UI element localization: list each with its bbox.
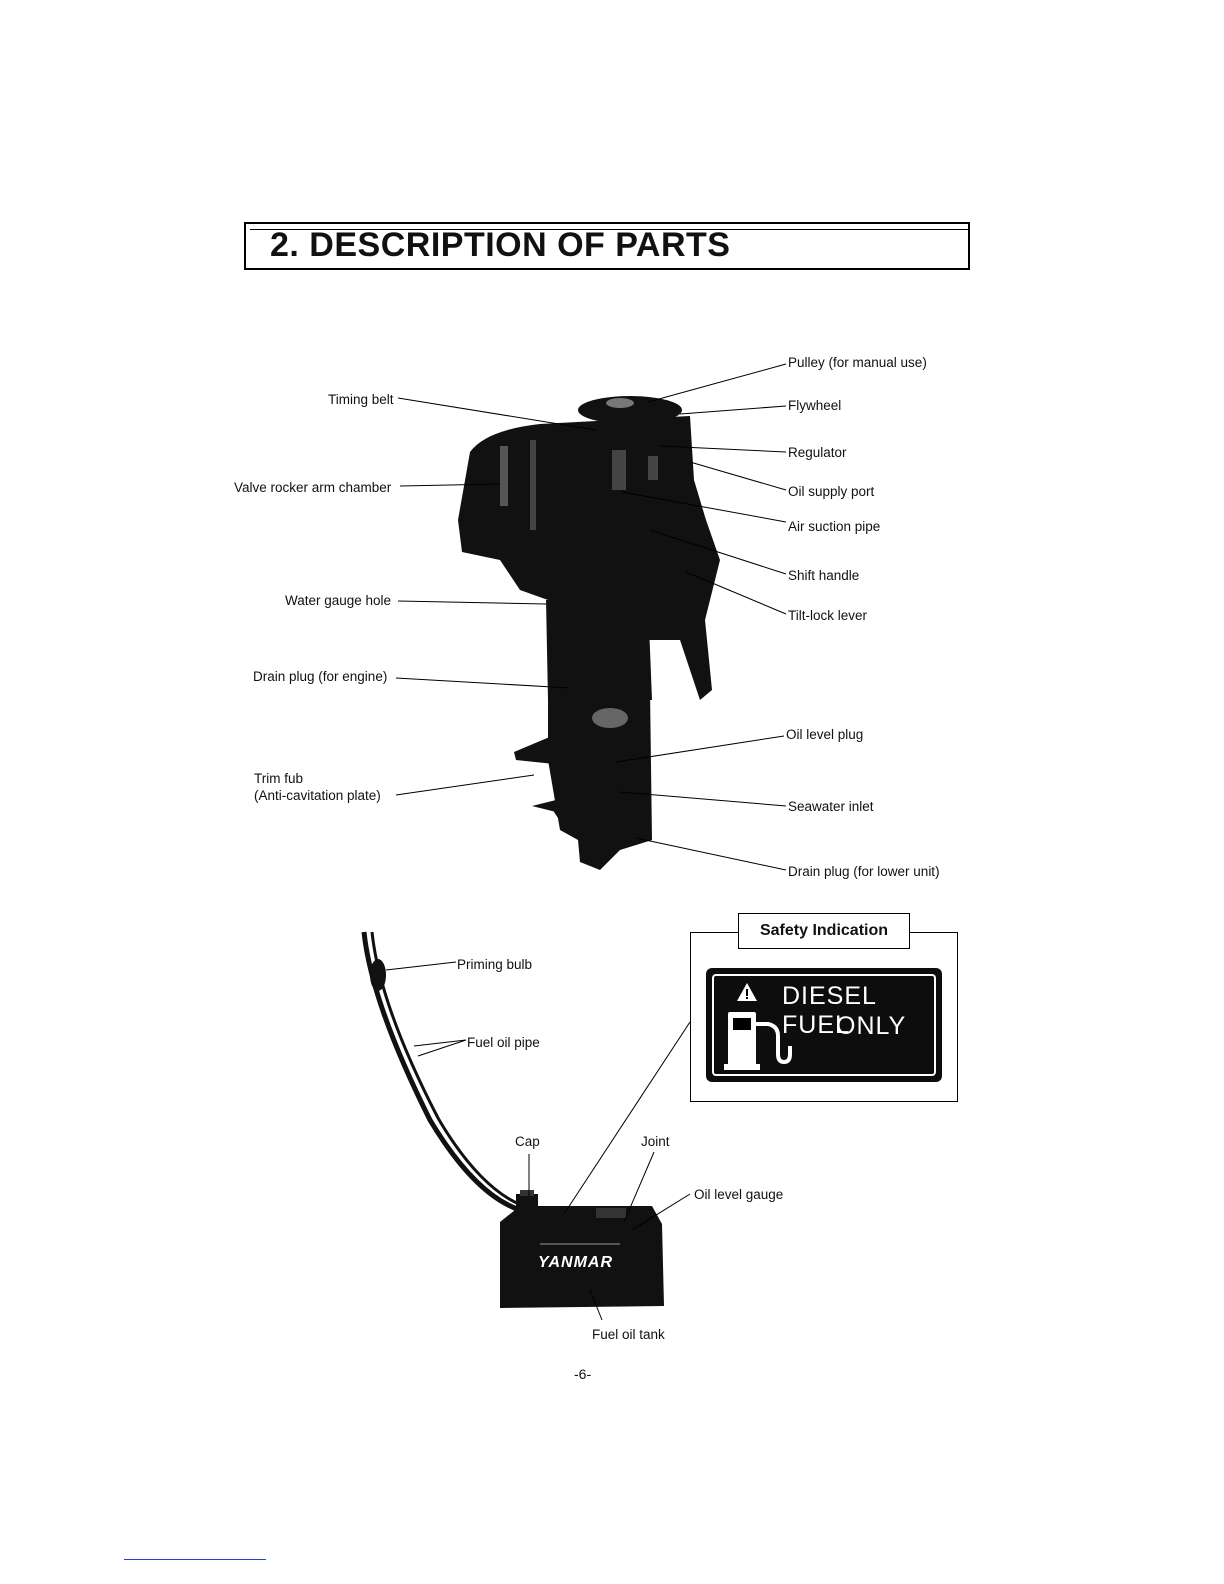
outboard-engine-illustration <box>458 396 720 870</box>
label-tilt-lock-lever: Tilt-lock lever <box>788 608 868 623</box>
label-priming-bulb: Priming bulb <box>457 957 533 972</box>
diesel-fuel-sign: DIESEL FUEL ONLY <box>706 968 942 1082</box>
label-trim-fub: Trim fub (Anti-cavitation plate) <box>254 770 381 804</box>
page-number: -6- <box>574 1366 592 1382</box>
title-inner-rule <box>250 229 968 230</box>
label-oil-level-plug: Oil level plug <box>786 727 864 742</box>
warning-triangle-icon <box>737 983 757 1001</box>
footer-rule <box>124 1559 266 1560</box>
label-pulley: Pulley (for manual use) <box>788 355 927 370</box>
label-oil-supply-port: Oil supply port <box>788 484 875 499</box>
label-drain-plug-engine: Drain plug (for engine) <box>253 669 388 684</box>
fuel-pump-icon <box>724 1012 792 1070</box>
label-shift-handle: Shift handle <box>788 568 860 583</box>
label-regulator: Regulator <box>788 445 847 460</box>
safety-indication-heading: Safety Indication <box>738 913 910 949</box>
fuel-tank-illustration <box>361 931 664 1308</box>
sign-text-only: ONLY <box>836 1012 907 1040</box>
label-air-suction-pipe: Air suction pipe <box>788 519 881 534</box>
label-drain-plug-lower-unit: Drain plug (for lower unit) <box>788 864 940 879</box>
tank-brand-logo: YANMAR <box>538 1254 614 1271</box>
label-timing-belt: Timing belt <box>328 392 394 407</box>
label-fuel-oil-tank: Fuel oil tank <box>592 1327 665 1342</box>
sign-text-diesel-fuel: DIESEL FUEL <box>782 982 877 1039</box>
label-fuel-oil-pipe: Fuel oil pipe <box>467 1035 540 1050</box>
label-valve-rocker-arm-chamber: Valve rocker arm chamber <box>234 480 392 495</box>
section-title-box: 2. DESCRIPTION OF PARTS <box>244 222 970 270</box>
label-trim-fub-line1: Trim fub <box>254 771 304 786</box>
sign-border <box>712 974 936 1076</box>
label-trim-fub-line2: (Anti-cavitation plate) <box>254 788 381 803</box>
label-seawater-inlet: Seawater inlet <box>788 799 874 814</box>
label-water-gauge-hole: Water gauge hole <box>285 593 392 608</box>
label-joint: Joint <box>641 1134 670 1149</box>
section-title: 2. DESCRIPTION OF PARTS <box>270 226 731 264</box>
label-flywheel: Flywheel <box>788 398 842 413</box>
label-cap: Cap <box>515 1134 540 1149</box>
label-oil-level-gauge: Oil level gauge <box>694 1187 784 1202</box>
